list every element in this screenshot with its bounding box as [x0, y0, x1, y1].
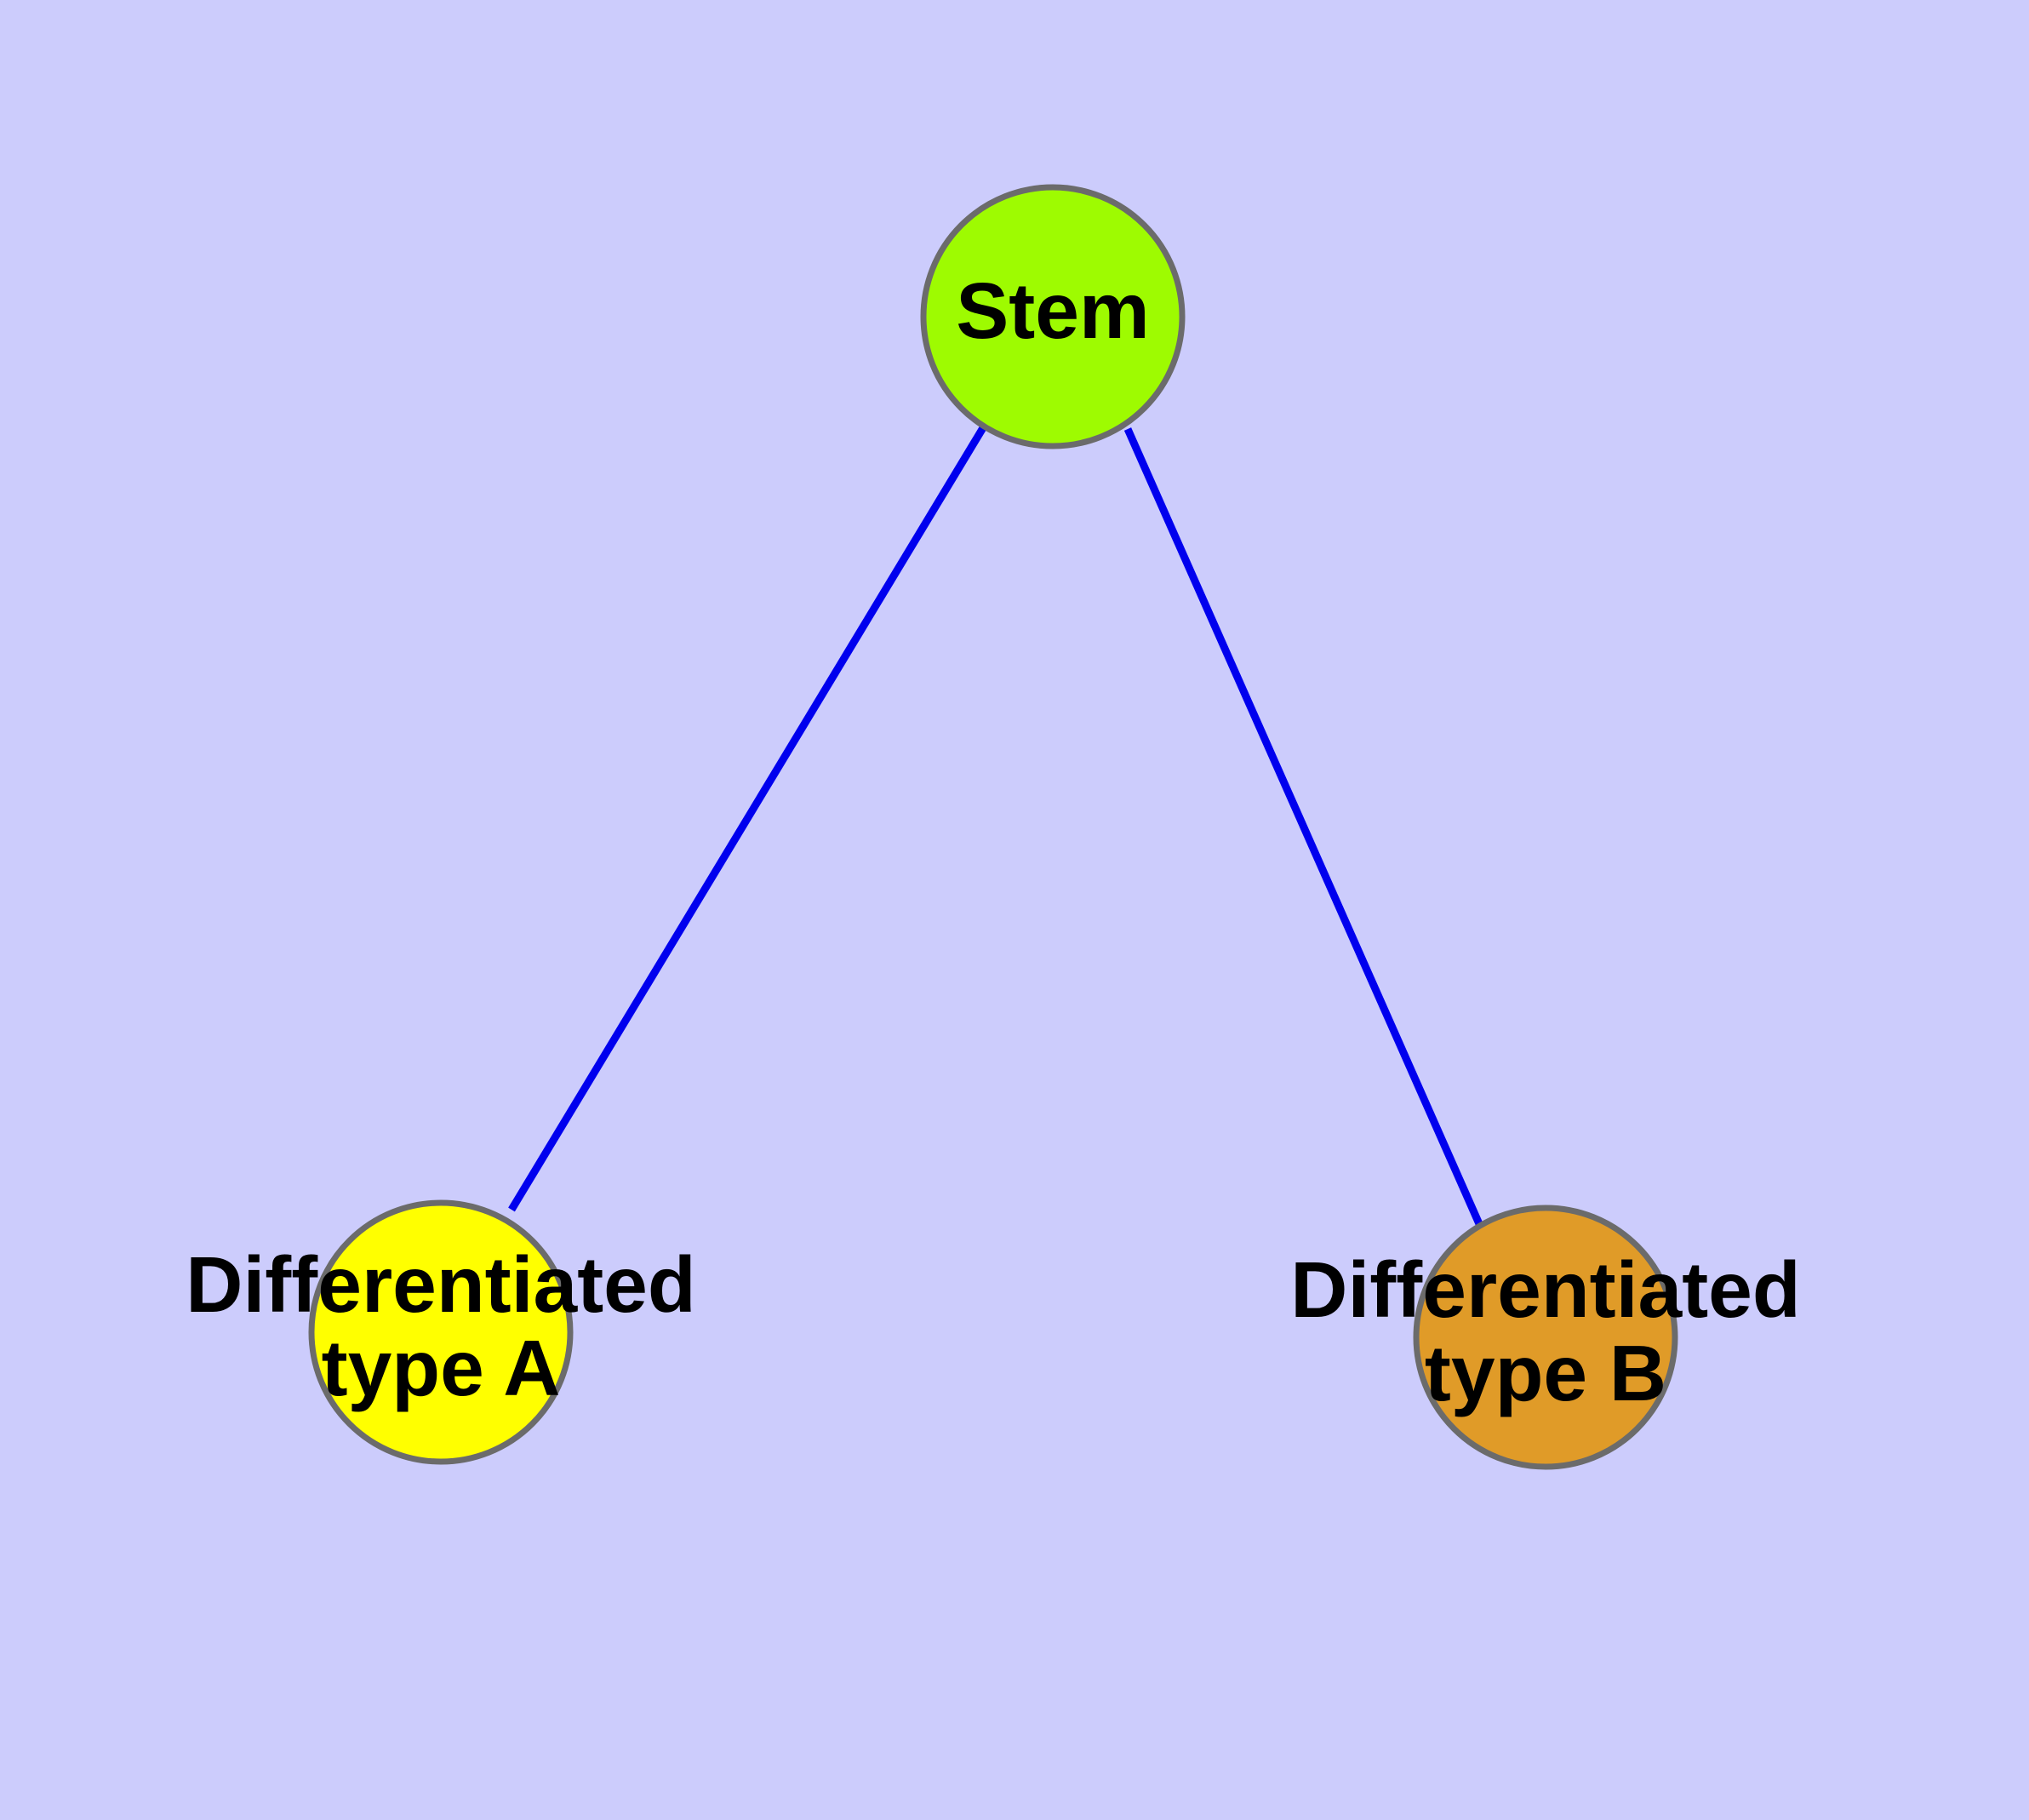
edges-layer: [508, 424, 1484, 1228]
node-diff-a[interactable]: [308, 1199, 574, 1465]
edge-stem-to-diff-b[interactable]: [1123, 427, 1484, 1228]
node-label-line: type A: [322, 1323, 561, 1411]
node-label-line: type B: [1425, 1328, 1666, 1417]
node-label-line: Differentiated: [1290, 1245, 1800, 1334]
node-label-line: Differentiated: [186, 1240, 695, 1329]
node-label-stem: Stem: [956, 266, 1149, 355]
node-stem[interactable]: [920, 184, 1186, 449]
node-label-line: Stem: [956, 266, 1149, 355]
node-diff-b[interactable]: [1413, 1205, 1678, 1470]
edge-stem-to-diff-a[interactable]: [508, 424, 987, 1212]
nodes-layer: [308, 184, 1678, 1470]
